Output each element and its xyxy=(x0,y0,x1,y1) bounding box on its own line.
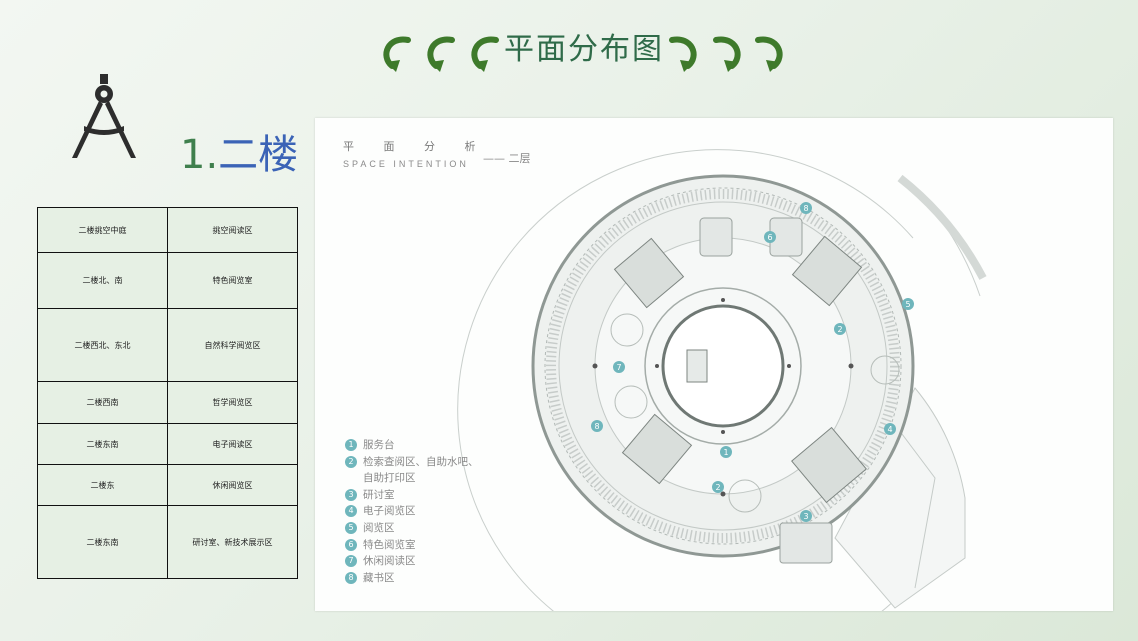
zones-table: 二楼挑空中庭 挑空阅读区 二楼北、南 特色阅览室 二楼西北、东北 自然科学阅览区… xyxy=(37,207,298,579)
curved-arrow-icon xyxy=(383,36,411,72)
plan-heading-sub: —— 二层 xyxy=(483,152,531,165)
table-row: 二楼挑空中庭 挑空阅读区 xyxy=(37,207,298,253)
table-cell-location: 二楼挑空中庭 xyxy=(37,207,168,253)
svg-text:7: 7 xyxy=(616,363,621,372)
table-cell-zone: 特色阅览室 xyxy=(167,252,298,309)
svg-text:2: 2 xyxy=(837,325,842,334)
table-cell-location: 二楼西南 xyxy=(37,381,168,424)
zone-marker-labels: 8 6 5 2 7 8 4 1 2 3 xyxy=(594,204,910,521)
floor-number: 1. xyxy=(180,132,219,178)
svg-text:8: 8 xyxy=(594,422,599,431)
table-row: 二楼西北、东北 自然科学阅览区 xyxy=(37,308,298,382)
table-cell-zone: 休闲阅览区 xyxy=(167,464,298,506)
table-cell-location: 二楼东南 xyxy=(37,505,168,579)
table-cell-location: 二楼北、南 xyxy=(37,252,168,309)
plan-heading-cn: 平 面 分 析 xyxy=(343,140,489,153)
table-row: 二楼西南 哲学阅览区 xyxy=(37,381,298,424)
table-cell-location: 二楼东 xyxy=(37,464,168,506)
floor-plan-drawing: 8 6 5 2 7 8 4 1 2 3 xyxy=(457,149,987,611)
table-row: 二楼北、南 特色阅览室 xyxy=(37,252,298,309)
drafting-compass-icon xyxy=(72,74,136,158)
floor-title: 1.二楼 xyxy=(180,122,298,180)
svg-text:6: 6 xyxy=(767,233,772,242)
floor-plan-panel: 8 6 5 2 7 8 4 1 2 3 平 面 分 析 SPACE INTENT… xyxy=(315,118,1113,611)
plan-heading: 平 面 分 析 SPACE INTENTION —— 二层 xyxy=(343,138,531,169)
table-row: 二楼东 休闲阅览区 xyxy=(37,464,298,506)
curved-arrow-icon xyxy=(755,36,783,72)
table-cell-location: 二楼西北、东北 xyxy=(37,308,168,382)
table-row: 二楼东南 研讨室、新技术展示区 xyxy=(37,505,298,579)
table-cell-zone: 自然科学阅览区 xyxy=(167,308,298,382)
table-cell-zone: 哲学阅览区 xyxy=(167,381,298,424)
svg-text:1: 1 xyxy=(723,448,728,457)
svg-text:4: 4 xyxy=(887,425,892,434)
table-cell-location: 二楼东南 xyxy=(37,423,168,465)
floor-name: 二楼 xyxy=(218,132,299,178)
table-row: 二楼东南 电子阅读区 xyxy=(37,423,298,465)
svg-text:8: 8 xyxy=(803,204,808,213)
zone-markers xyxy=(591,202,914,522)
svg-text:2: 2 xyxy=(715,483,720,492)
table-cell-zone: 电子阅读区 xyxy=(167,423,298,465)
table-cell-zone: 挑空阅读区 xyxy=(167,207,298,253)
title-row: 平面分布图 xyxy=(378,28,788,78)
legend-item: 自助打印区 xyxy=(363,472,416,485)
page-title: 平面分布图 xyxy=(504,32,664,67)
table-cell-zone: 研讨室、新技术展示区 xyxy=(167,505,298,579)
curved-arrow-icon xyxy=(471,36,499,72)
curved-arrow-icon xyxy=(669,36,697,72)
plan-heading-en: SPACE INTENTION xyxy=(343,159,469,169)
svg-text:3: 3 xyxy=(803,512,808,521)
svg-text:5: 5 xyxy=(905,300,910,309)
curved-arrow-icon xyxy=(713,36,741,72)
curved-arrow-icon xyxy=(427,36,455,72)
